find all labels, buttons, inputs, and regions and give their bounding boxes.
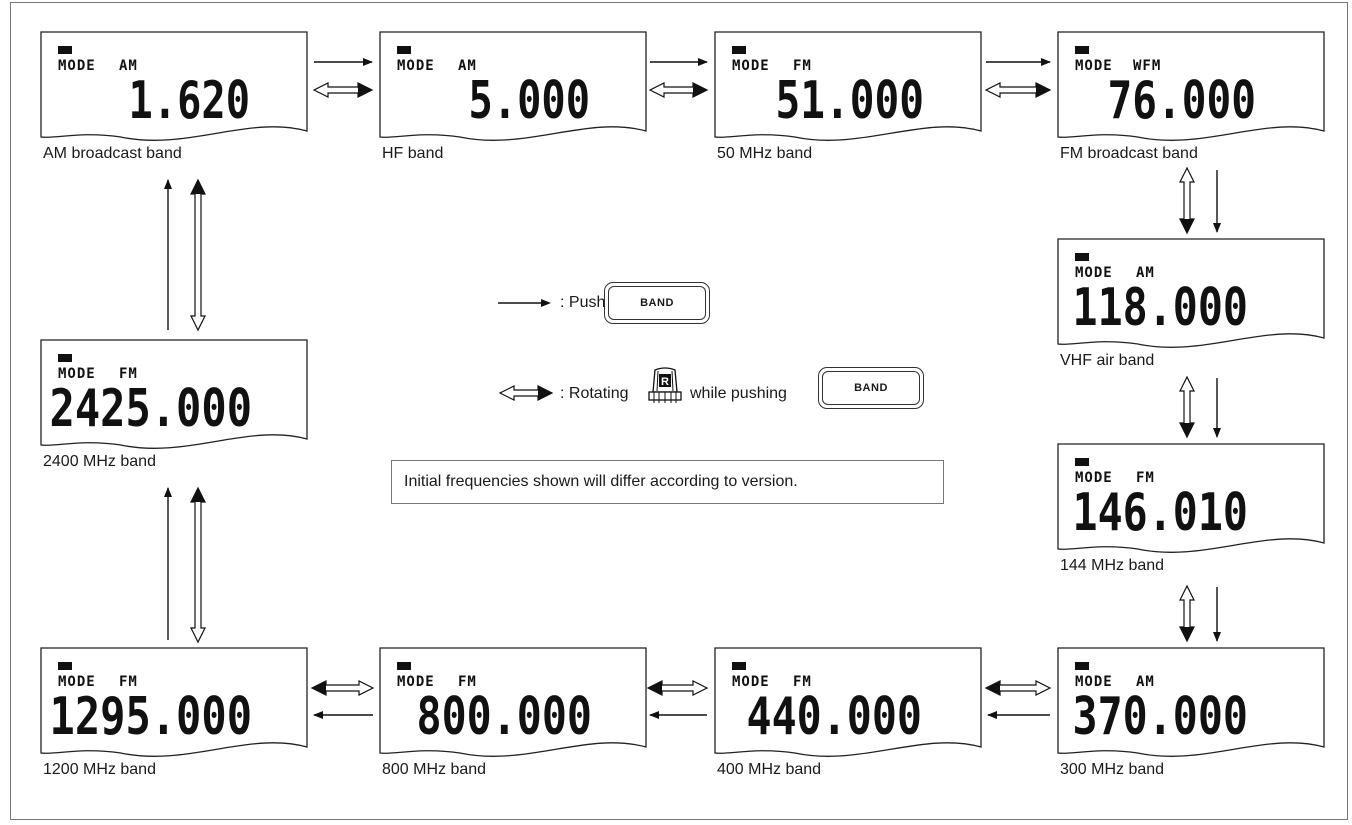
battery-icon bbox=[58, 354, 72, 362]
frequency-value: 370.000 bbox=[1073, 687, 1249, 747]
frequency-value: 5.000 bbox=[469, 71, 591, 131]
legend-while-text: while pushing bbox=[690, 385, 787, 402]
band-caption-fm-broadcast: FM broadcast band bbox=[1060, 145, 1198, 162]
band-caption-300mhz: 300 MHz band bbox=[1060, 761, 1165, 778]
band-caption-vhf-air: VHF air band bbox=[1060, 352, 1155, 369]
mode-word: MODE bbox=[58, 366, 96, 382]
frequency-value: 76.000 bbox=[1108, 71, 1257, 131]
rotate-arrow bbox=[190, 486, 206, 644]
band-caption-2400mhz: 2400 MHz band bbox=[43, 453, 156, 470]
mode-value: FM bbox=[793, 674, 812, 690]
band-key-label: BAND bbox=[608, 286, 706, 320]
mode-value: FM bbox=[119, 366, 138, 382]
lcd-display-am-broadcast: MODE AM1.620 bbox=[40, 31, 308, 141]
frequency-value: 146.010 bbox=[1073, 483, 1249, 543]
mode-word: MODE bbox=[397, 58, 435, 74]
mode-word: MODE bbox=[58, 58, 96, 74]
battery-icon bbox=[58, 46, 72, 54]
mode-value: FM bbox=[119, 674, 138, 690]
mode-word: MODE bbox=[1075, 674, 1113, 690]
band-caption-800mhz: 800 MHz band bbox=[382, 761, 487, 778]
battery-icon bbox=[58, 662, 72, 670]
battery-icon bbox=[1075, 662, 1089, 670]
legend-rotate-text: : Rotating bbox=[560, 385, 629, 402]
band-caption-1200mhz: 1200 MHz band bbox=[43, 761, 156, 778]
mode-value: FM bbox=[458, 674, 477, 690]
band-key-icon: BAND bbox=[604, 282, 710, 324]
rotate-arrow bbox=[648, 82, 709, 98]
lcd-display-hf: MODE AM5.000 bbox=[379, 31, 647, 141]
rotate-arrow bbox=[190, 178, 206, 332]
note-text: Initial frequencies shown will differ ac… bbox=[404, 473, 798, 490]
band-caption-50mhz: 50 MHz band bbox=[717, 145, 813, 162]
rotate-arrow bbox=[1179, 166, 1195, 235]
mode-value: AM bbox=[1136, 674, 1155, 690]
band-caption-am-broadcast: AM broadcast band bbox=[43, 145, 182, 162]
mode-value: AM bbox=[119, 58, 138, 74]
rotate-arrow bbox=[984, 680, 1052, 696]
battery-icon bbox=[1075, 46, 1089, 54]
rotate-arrow bbox=[646, 680, 709, 696]
rotate-arrow bbox=[984, 82, 1052, 98]
legend-push-text: : Push bbox=[560, 294, 606, 311]
mode-word: MODE bbox=[397, 674, 435, 690]
band-caption-400mhz: 400 MHz band bbox=[717, 761, 822, 778]
mode-value: FM bbox=[793, 58, 812, 74]
frequency-value: 2425.000 bbox=[50, 379, 253, 439]
svg-text:R: R bbox=[661, 376, 669, 388]
mode-value: AM bbox=[458, 58, 477, 74]
band-key-label: BAND bbox=[822, 371, 920, 405]
mode-word: MODE bbox=[732, 58, 770, 74]
mode-word: MODE bbox=[1075, 470, 1113, 486]
rotate-arrow bbox=[1179, 584, 1195, 643]
note-box: Initial frequencies shown will differ ac… bbox=[391, 460, 944, 504]
battery-icon bbox=[397, 662, 411, 670]
band-caption-hf: HF band bbox=[382, 145, 444, 162]
rotate-arrow bbox=[310, 680, 375, 696]
band-caption-144mhz: 144 MHz band bbox=[1060, 557, 1165, 574]
dial-knob-icon: R bbox=[648, 367, 682, 403]
rotate-arrow bbox=[1179, 375, 1195, 439]
frequency-value: 118.000 bbox=[1073, 278, 1249, 338]
mode-value: WFM bbox=[1133, 58, 1161, 74]
mode-word: MODE bbox=[1075, 58, 1113, 74]
rotate-arrow bbox=[312, 82, 374, 98]
frequency-value: 800.000 bbox=[417, 687, 593, 747]
mode-word: MODE bbox=[1075, 265, 1113, 281]
frequency-value: 440.000 bbox=[747, 687, 923, 747]
battery-icon bbox=[1075, 458, 1089, 466]
mode-word: MODE bbox=[732, 674, 770, 690]
frequency-value: 1295.000 bbox=[50, 687, 253, 747]
battery-icon bbox=[732, 46, 746, 54]
frequency-value: 1.620 bbox=[129, 71, 251, 131]
diagram-frame bbox=[10, 2, 1348, 820]
band-key-icon: BAND bbox=[818, 367, 924, 409]
mode-word: MODE bbox=[58, 674, 96, 690]
battery-icon bbox=[1075, 253, 1089, 261]
battery-icon bbox=[732, 662, 746, 670]
frequency-value: 51.000 bbox=[776, 71, 925, 131]
battery-icon bbox=[397, 46, 411, 54]
mode-value: FM bbox=[1136, 470, 1155, 486]
mode-value: AM bbox=[1136, 265, 1155, 281]
